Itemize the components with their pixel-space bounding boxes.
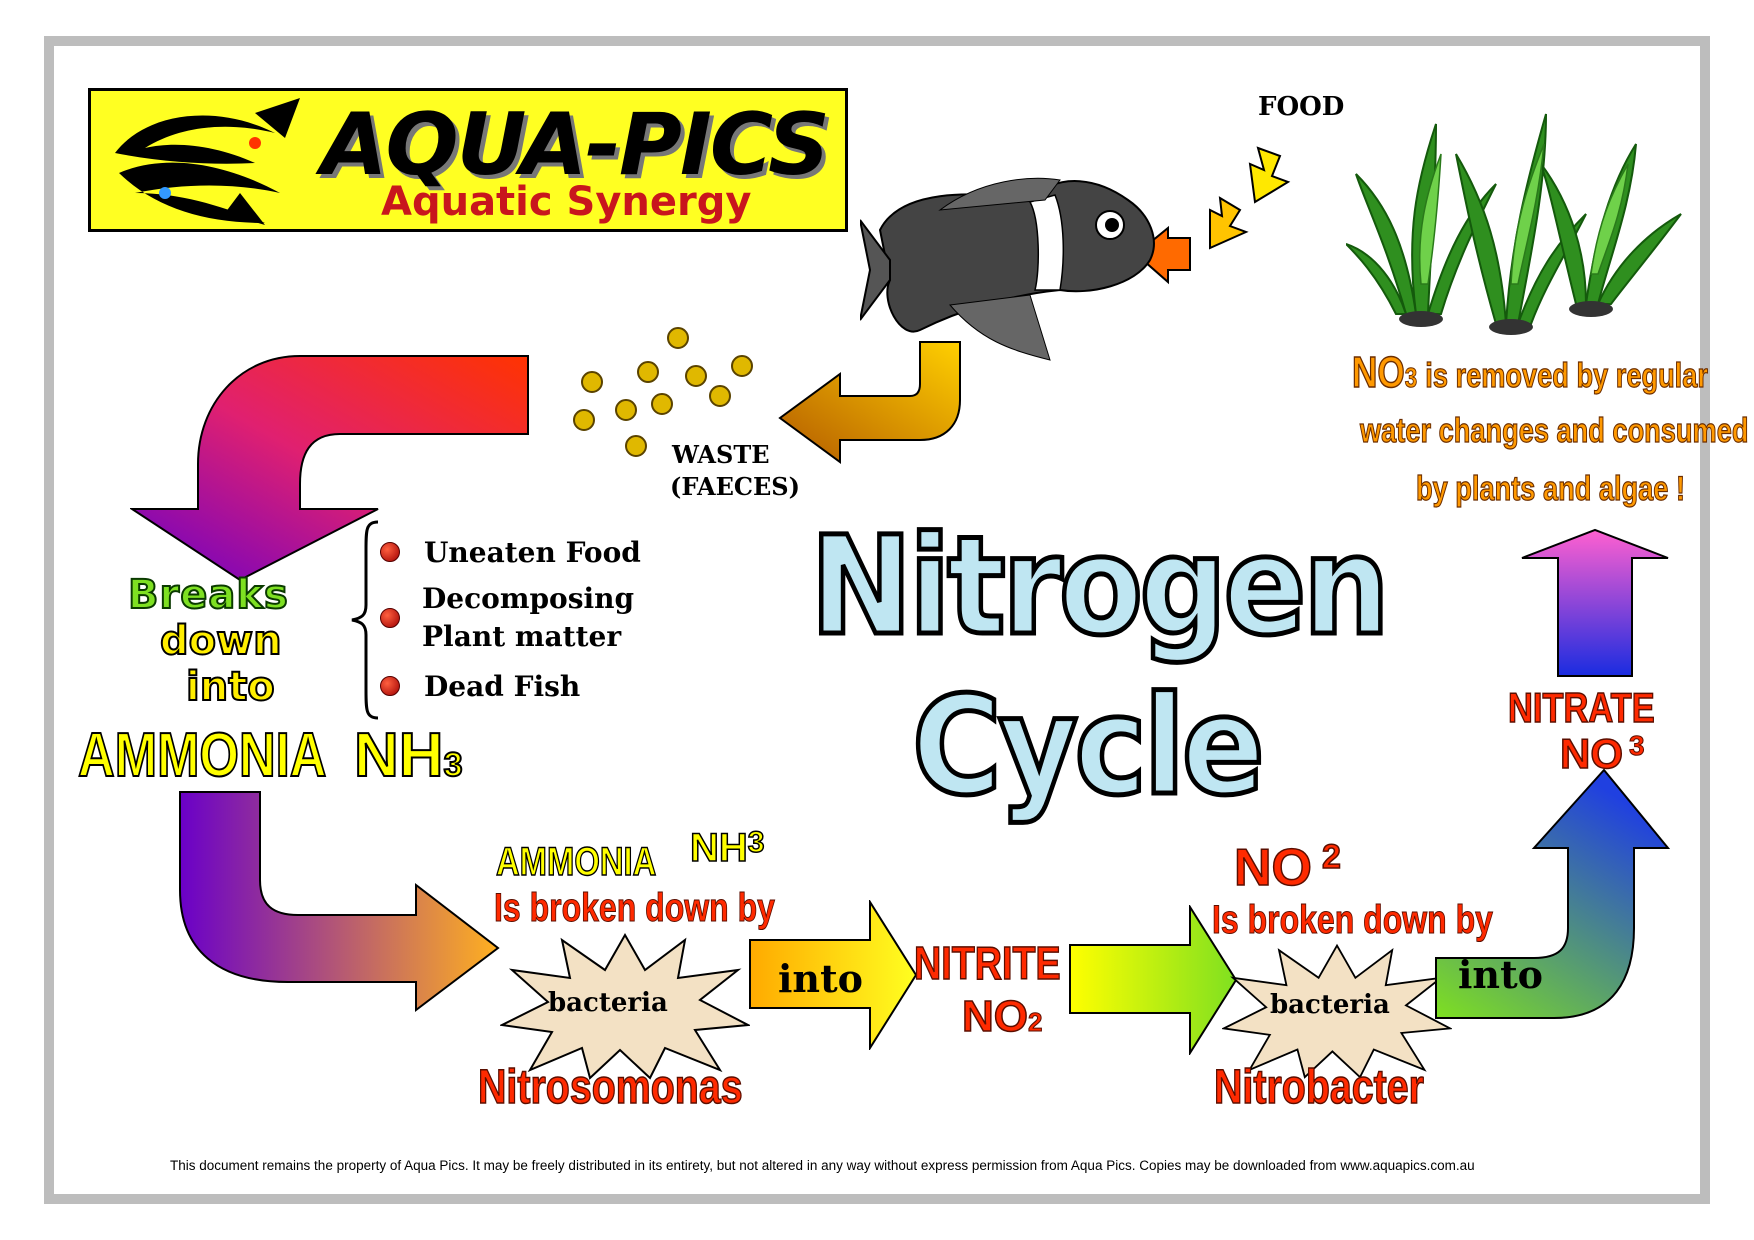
stage1-heading: AMMONIA	[495, 839, 692, 885]
ammonia-flow-arrow	[179, 791, 500, 1013]
plant-note-formula: NO	[1351, 347, 1405, 398]
logo-banner: AQUA-PICS Aquatic Synergy	[88, 88, 848, 232]
nitrite-formula-sub: 2	[1027, 1007, 1043, 1038]
stage1-formula-main: NH	[689, 825, 748, 871]
nitrite-name: NITRITE	[913, 936, 1061, 990]
nitrate-formula-main: NO	[1559, 729, 1624, 778]
source-item-uneaten-food: Uneaten Food	[424, 536, 641, 569]
bacteria-2-label: bacteria	[1270, 990, 1390, 1020]
page-border	[44, 36, 1710, 1204]
aquatic-plants-image	[1346, 113, 1682, 335]
title-line2: Cycle	[910, 666, 1267, 829]
food-arrow-2-icon	[1209, 196, 1249, 250]
plant-note-line1-text: is removed by regular	[1425, 356, 1709, 395]
into-arrow-2	[1435, 768, 1671, 1019]
into-arrow-1-label: into	[778, 956, 863, 1001]
stage2-formula-sup: 2	[1321, 837, 1341, 877]
breaks-down-line1: Breaks	[127, 571, 289, 619]
ammonia-formula: NH3	[353, 720, 464, 791]
breaks-down-line2: down	[159, 617, 283, 665]
bacteria-1-label: bacteria	[548, 988, 668, 1018]
ammonia-name: AMMONIA	[77, 720, 327, 791]
feeding-graphic	[860, 146, 1291, 361]
source-item-decomposing: Decomposing	[422, 582, 635, 615]
fish-logo-icon	[115, 98, 300, 225]
into-arrow-1	[749, 900, 918, 1050]
stage2-caption: Is broken down by	[1212, 898, 1494, 943]
plant-note-line3: by plants and algae !	[1416, 469, 1686, 508]
food-label: FOOD	[1258, 92, 1345, 122]
nitrate-formula-sup: 3	[1629, 730, 1646, 762]
waste-pellets	[573, 327, 753, 457]
stage2-formula-main: NO	[1233, 838, 1313, 898]
ammonia-formula-main: NH	[353, 720, 445, 791]
source-bullet-3-icon	[380, 676, 400, 696]
bacteria-1-name: Nitrosomonas	[477, 1060, 743, 1115]
decay-arrow	[130, 355, 529, 582]
stage1-ammonia-name: AMMONIA	[495, 839, 657, 885]
plant-note-formula-sub: 3	[1404, 362, 1418, 394]
breaks-down-line3: into	[185, 663, 276, 711]
fish-to-waste-arrow	[778, 341, 961, 464]
logo-tagline: Aquatic Synergy	[381, 179, 752, 225]
source-bullet-1-icon	[380, 542, 400, 562]
bacteria-2-name: Nitrobacter	[1213, 1060, 1424, 1115]
stage1-formula: NH3	[689, 825, 765, 871]
waste-label-line1: WASTE	[672, 440, 770, 469]
ammonia-formula-sub: 3	[443, 745, 464, 785]
source-item-plant-matter: Plant matter	[422, 620, 622, 653]
nitrite-flow-arrow	[1069, 905, 1238, 1055]
nitrite-formula: NO2	[961, 991, 1043, 1042]
stage1-formula-sup: 3	[747, 825, 765, 860]
title-line1: Nitrogen	[808, 506, 1392, 669]
plant-note-line2: water changes and consumed	[1360, 411, 1749, 450]
into-arrow-2-label: into	[1458, 952, 1543, 997]
food-arrow-3-icon	[1134, 225, 1191, 285]
ammonia-label: AMMONIA	[77, 720, 381, 791]
nitrite-formula-main: NO	[961, 991, 1029, 1042]
source-item-dead-fish: Dead Fish	[424, 670, 581, 703]
footer-copyright: This document remains the property of Aq…	[170, 1158, 1475, 1173]
stage1-caption: Is broken down by	[494, 886, 776, 931]
waste-label-line2: (FAECES)	[670, 472, 800, 501]
nitrate-to-plants-arrow	[1521, 528, 1669, 677]
bacteria-burst-1-icon	[500, 932, 750, 1080]
sources-bracket	[351, 520, 379, 720]
nitrate-name: NITRATE	[1507, 683, 1655, 732]
bacteria-burst-2-icon	[1222, 943, 1452, 1079]
fish-icon	[860, 177, 1155, 361]
food-arrow-1-icon	[1248, 146, 1291, 204]
logo-brand: AQUA-PICS	[321, 95, 830, 195]
source-bullet-2-icon	[380, 608, 400, 628]
